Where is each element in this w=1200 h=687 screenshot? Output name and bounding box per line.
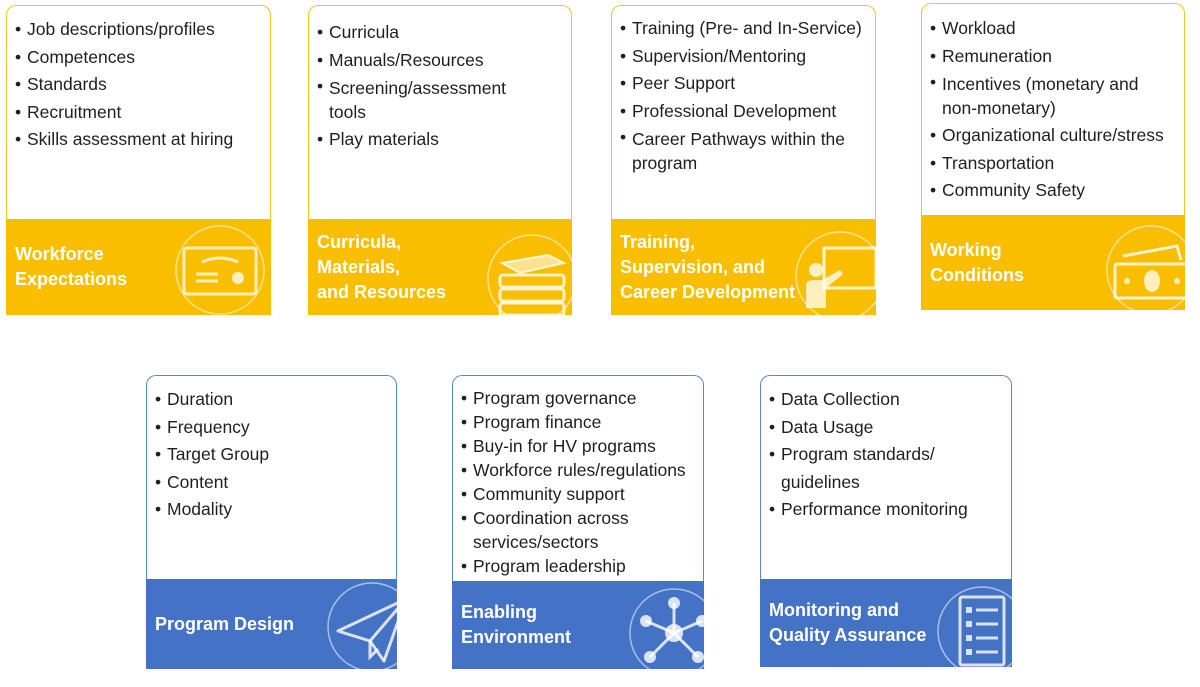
checklist-icon <box>936 585 1028 677</box>
card-body: Job descriptions/profiles Competences St… <box>6 5 271 219</box>
list-item: Transportation <box>930 150 1178 178</box>
card-body: Curricula Manuals/Resources Screening/as… <box>308 5 572 219</box>
books-icon <box>486 233 578 325</box>
item-list: Duration Frequency Target Group Content … <box>155 386 390 524</box>
list-item: Incentives (monetary and non-monetary) <box>930 70 1162 122</box>
card-title: Program Design <box>155 613 295 634</box>
certificate-icon <box>174 224 266 316</box>
card-curricula-materials: Curricula Manuals/Resources Screening/as… <box>308 5 577 324</box>
list-item: Skills assessment at hiring <box>15 126 264 154</box>
card-title: Training, Supervision, and Career Develo… <box>620 231 796 302</box>
list-item: Coordination across services/sectors <box>461 506 653 554</box>
card-footer: Enabling Environment <box>452 581 704 669</box>
network-icon <box>628 587 720 679</box>
item-list: Data Collection Data Usage Program stand… <box>769 386 1005 524</box>
card-monitoring-quality: Data Collection Data Usage Program stand… <box>760 375 1027 676</box>
list-item: Program leadership <box>461 554 697 578</box>
list-item: Screening/assessment tools <box>317 74 519 126</box>
list-item: Supervision/Mentoring <box>620 43 869 71</box>
card-enabling-environment: Program governance Program finance Buy-i… <box>452 375 719 678</box>
card-program-design: Duration Frequency Target Group Content … <box>146 375 417 672</box>
list-item: Duration <box>155 386 390 414</box>
list-item: Program finance <box>461 410 697 434</box>
list-item: Buy-in for HV programs <box>461 434 697 458</box>
card-title: Workforce Expectations <box>15 244 128 289</box>
list-item: Standards <box>15 71 264 99</box>
list-item: Peer Support <box>620 70 869 98</box>
card-title: Curricula, Materials, and Resources <box>317 231 447 302</box>
item-list: Curricula Manuals/Resources Screening/as… <box>317 19 565 154</box>
list-item: Curricula <box>317 19 565 47</box>
paper-plane-icon <box>326 581 418 673</box>
list-item: Community support <box>461 482 697 506</box>
list-item: Data Usage <box>769 414 1005 442</box>
list-item: Play materials <box>317 126 565 154</box>
list-item: Career Pathways within the program <box>620 125 862 175</box>
card-body: Training (Pre- and In-Service) Supervisi… <box>611 5 876 219</box>
list-item: Job descriptions/profiles <box>15 16 264 44</box>
card-training-supervision: Training (Pre- and In-Service) Supervisi… <box>611 5 885 321</box>
list-item: Workforce rules/regulations <box>461 458 697 482</box>
list-item: Training (Pre- and In-Service) <box>620 15 869 43</box>
list-item: Remuneration <box>930 43 1178 71</box>
card-footer: Curricula, Materials, and Resources <box>308 219 572 315</box>
teacher-board-icon <box>794 230 886 322</box>
list-item: Workload <box>930 15 1178 43</box>
card-body: Data Collection Data Usage Program stand… <box>760 375 1012 579</box>
list-item: Program standards/ guidelines <box>769 441 981 496</box>
card-footer: Workforce Expectations <box>6 219 271 315</box>
item-list: Job descriptions/profiles Competences St… <box>15 16 264 154</box>
list-item: Program governance <box>461 386 697 410</box>
list-item: Organizational culture/stress <box>930 122 1178 150</box>
item-list: Program governance Program finance Buy-i… <box>461 386 697 578</box>
card-title: Working Conditions <box>930 239 1024 285</box>
card-working-conditions: Workload Remuneration Incentives (moneta… <box>921 3 1196 315</box>
list-item: Content <box>155 469 390 497</box>
list-item: Frequency <box>155 414 390 442</box>
card-footer: Training, Supervision, and Career Develo… <box>611 219 876 315</box>
card-body: Duration Frequency Target Group Content … <box>146 375 397 579</box>
list-item: Competences <box>15 44 264 72</box>
list-item: Professional Development <box>620 98 869 126</box>
card-body: Workload Remuneration Incentives (moneta… <box>921 3 1185 215</box>
list-item: Performance monitoring <box>769 496 1005 524</box>
card-title: Enabling Environment <box>461 602 572 647</box>
card-title: Monitoring and Quality Assurance <box>769 600 927 645</box>
card-body: Program governance Program finance Buy-i… <box>452 375 704 581</box>
money-icon <box>1105 224 1197 316</box>
item-list: Workload Remuneration Incentives (moneta… <box>930 15 1178 205</box>
list-item: Modality <box>155 496 390 524</box>
list-item: Data Collection <box>769 386 1005 414</box>
list-item: Target Group <box>155 441 390 469</box>
list-item: Community Safety <box>930 177 1178 205</box>
list-item: Manuals/Resources <box>317 47 565 75</box>
item-list: Training (Pre- and In-Service) Supervisi… <box>620 15 869 175</box>
card-workforce-expectations: Job descriptions/profiles Competences St… <box>6 5 271 315</box>
list-item: Recruitment <box>15 99 264 127</box>
